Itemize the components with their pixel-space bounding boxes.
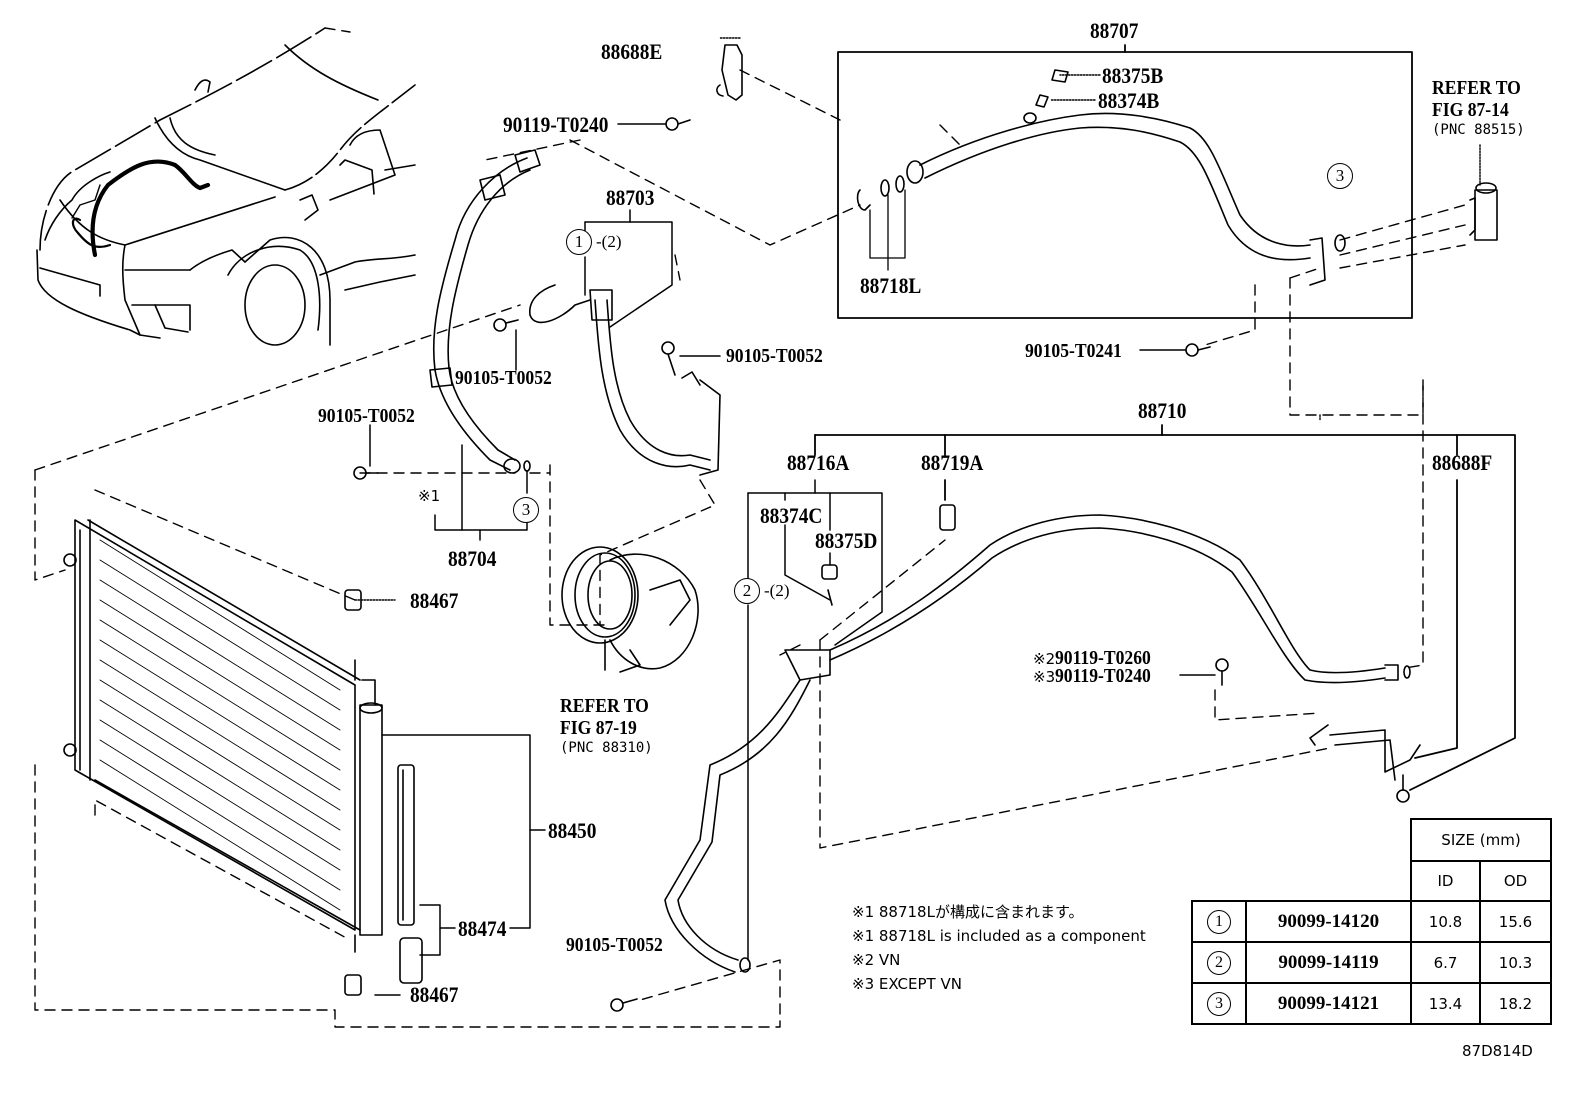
callout-circle-1: 1 [566,229,592,255]
condenser [63,519,423,996]
label-88374B[interactable]: 88374B [1098,88,1160,113]
bracket-88703 [584,209,673,328]
row-part-number[interactable]: 90099-14121 [1245,982,1412,1025]
label-88719A[interactable]: 88719A [921,450,984,475]
label-90105-T0052-condenser[interactable]: 90105-T0052 [318,405,415,427]
row-part-number[interactable]: 90099-14120 [1245,900,1412,943]
label-90105-T0052-pipe[interactable]: 90105-T0052 [566,934,663,956]
label-88688F[interactable]: 88688F [1432,450,1493,475]
label-88688E[interactable]: 88688E [601,39,663,64]
condenser-fins [99,539,341,911]
figure-id: 87D814D [1462,1042,1533,1060]
row-od: 18.2 [1479,982,1552,1025]
row-id: 13.4 [1410,982,1481,1025]
hose-88703 [529,284,721,476]
compressor [561,546,699,673]
pipe-88710 [664,504,1411,973]
label-88450[interactable]: 88450 [548,818,597,843]
bolts [353,117,1410,1012]
row-circle: 1 [1207,909,1231,934]
label-90105-T0052-compressor[interactable]: 90105-T0052 [726,345,823,367]
oring-size-table: SIZE (mm) ID OD 1 90099-14120 10.8 15.6 … [1191,818,1552,1025]
label-90119-T0260-vn[interactable]: ※290119-T0260 [1033,647,1164,669]
reference-expansion-valve[interactable]: REFER TO FIG 87-14 (PNC 88515) [1432,77,1533,139]
row-circle: 2 [1207,950,1231,975]
ref-line-2: FIG 87-14 [1432,99,1509,121]
label-88704[interactable]: 88704 [448,546,497,571]
ref-line-3: (PNC 88310) [560,740,653,756]
ref-line-3: (PNC 88515) [1432,122,1525,138]
label-88703[interactable]: 88703 [606,185,655,210]
note-2: ※2 VN [852,951,901,969]
pipe-88707 [856,69,1346,286]
assembly-lines [34,27,1466,1028]
label-90105-T0052-hose[interactable]: 90105-T0052 [455,367,552,389]
note-mark-1: ※1 [418,487,441,505]
bracket-88450 [381,734,546,956]
note-1-en: ※1 88718L is included as a component [852,927,1146,945]
row-id: 6.7 [1410,941,1481,984]
callout-circle-3-hose: 3 [513,497,539,523]
table-row: 2 90099-14119 6.7 10.3 [1191,941,1552,984]
label-90119-T0240[interactable]: 90119-T0240 [503,112,609,137]
ref-line-2: FIG 87-19 [560,717,637,739]
bracket-88710 [814,424,1516,791]
ref-line-1: REFER TO [1432,77,1521,99]
expansion-valve [1469,182,1498,241]
row-circle: 3 [1207,991,1231,1016]
callout-2-suffix: -(2) [764,581,790,600]
assembly-box-88707 [837,44,1413,319]
hose-88704 [429,149,541,474]
reference-compressor[interactable]: REFER TO FIG 87-19 (PNC 88310) [560,695,661,757]
label-88474[interactable]: 88474 [458,916,507,941]
row-part-number[interactable]: 90099-14119 [1245,941,1412,984]
label-88467-top[interactable]: 88467 [410,588,459,613]
label-88718L[interactable]: 88718L [860,273,922,298]
row-od: 15.6 [1479,900,1552,943]
ref-line-1: REFER TO [560,695,649,717]
note-3: ※3 EXCEPT VN [852,975,962,993]
row-id: 10.8 [1410,900,1481,943]
note-mark-2: ※2 [1033,650,1056,668]
label-88467-bottom[interactable]: 88467 [410,982,459,1007]
part-number-90119-T0260: 90119-T0260 [1055,647,1151,669]
col-od: OD [1479,860,1552,902]
label-88375D[interactable]: 88375D [815,528,878,553]
clamp-88688E [716,44,743,101]
label-90105-T0241[interactable]: 90105-T0241 [1025,340,1122,362]
callout-1-suffix: -(2) [596,232,622,251]
table-row: 1 90099-14120 10.8 15.6 [1191,900,1552,943]
table-row: 3 90099-14121 13.4 18.2 [1191,982,1552,1025]
part-leaders [369,123,1216,996]
label-88716A[interactable]: 88716A [787,450,850,475]
clamp-88688F [1309,724,1421,781]
label-88707[interactable]: 88707 [1090,18,1139,43]
label-88710[interactable]: 88710 [1138,398,1187,423]
leader-88718L [869,189,906,271]
bracket-88716A [747,479,883,961]
label-90119-T0240-except-vn[interactable]: ※390119-T0240 [1033,665,1164,687]
callout-circle-2: 2 [734,578,760,604]
size-header: SIZE (mm) [1410,818,1552,862]
col-id: ID [1410,860,1481,902]
callout-circle-3-valve: 3 [1327,163,1353,189]
label-88374C[interactable]: 88374C [760,503,823,528]
vehicle-illustration [36,27,416,346]
leader-lines [354,37,1481,601]
label-88375B[interactable]: 88375B [1102,63,1164,88]
row-od: 10.3 [1479,941,1552,984]
part-number-90119-T0240: 90119-T0240 [1055,665,1151,687]
note-1-ja: ※1 88718Lが構成に含まれます。 [852,903,1084,921]
note-mark-3: ※3 [1033,668,1056,686]
